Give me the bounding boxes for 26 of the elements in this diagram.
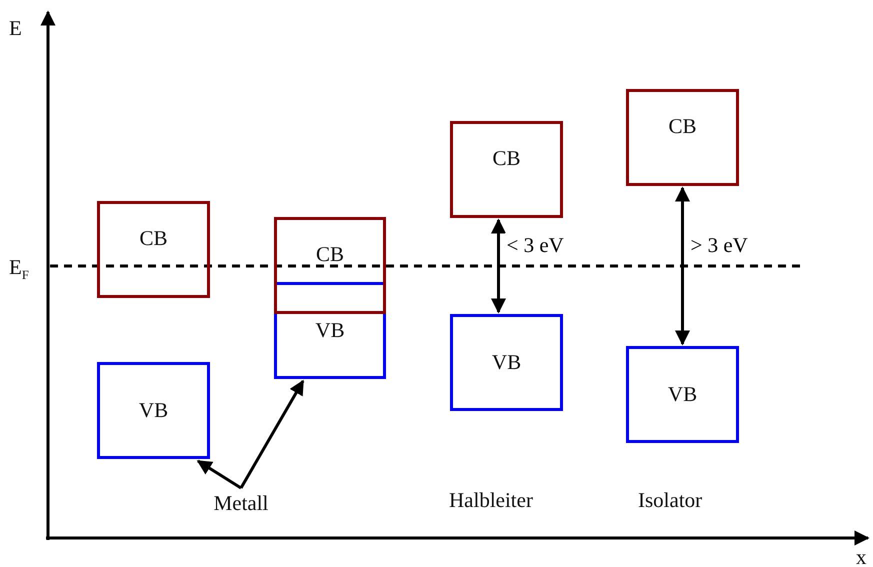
arrow xyxy=(240,380,304,489)
valence-band-box xyxy=(450,314,563,411)
arrow xyxy=(675,186,690,346)
band-label: VB xyxy=(492,350,522,375)
conduction-band-box xyxy=(97,201,210,298)
band-label: VB xyxy=(668,382,698,407)
valence-band-box xyxy=(626,346,739,443)
band-label: CB xyxy=(316,242,344,267)
band-label: CB xyxy=(668,114,696,139)
conduction-band-box xyxy=(626,89,739,186)
band-label: VB xyxy=(315,318,345,343)
axis-label: E xyxy=(9,16,22,41)
valence-band-box xyxy=(274,282,386,379)
band-label: VB xyxy=(138,398,168,423)
material-label: Halbleiter xyxy=(449,488,533,513)
band-label: CB xyxy=(492,146,520,171)
arrow xyxy=(491,218,506,314)
arrow xyxy=(196,460,242,490)
valence-band-box xyxy=(97,362,210,459)
material-label: Isolator xyxy=(638,488,702,513)
conduction-band-box xyxy=(274,217,386,314)
axis-label: x xyxy=(856,545,866,567)
band-label: CB xyxy=(139,226,168,251)
fermi-level-label: E$_{F}$ xyxy=(9,255,29,284)
material-label: Metall xyxy=(214,490,268,516)
conduction-band-box xyxy=(450,121,563,218)
